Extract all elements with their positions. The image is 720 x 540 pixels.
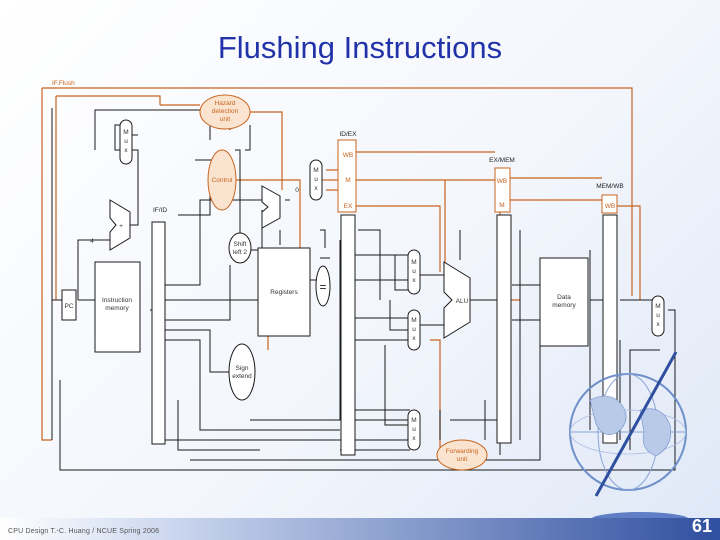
control-unit	[207, 149, 237, 211]
if-flush-label: IF.Flush	[52, 80, 75, 87]
alu-mux-a-letter-u: u	[412, 268, 416, 275]
footer-bar	[0, 518, 720, 540]
pc-adder	[109, 199, 131, 251]
alu-mux-a	[407, 249, 421, 295]
registers-label: Registers	[270, 289, 298, 296]
id-ex-wb-field: WB	[343, 152, 353, 159]
pc-mux	[119, 119, 133, 165]
forwarding-unit-label-1: Forwarding	[446, 448, 479, 455]
if-id-label: IF/ID	[153, 207, 167, 214]
ex-mem-register	[496, 214, 512, 444]
branch-adder	[261, 185, 281, 229]
sign-extend-label-1: Sign	[235, 365, 248, 372]
regdst-mux-letter-x: x	[412, 435, 416, 442]
shift-left-2	[228, 232, 252, 264]
hazard-detection-label-2: detection	[212, 108, 239, 115]
pc-mux-letter-m: M	[123, 129, 128, 136]
alu-mux-b-letter-m: M	[411, 317, 416, 324]
sign-extend-label-2: extend	[232, 373, 252, 380]
mem-wb-wb-field: WB	[605, 203, 615, 210]
control-mux-zero: 0	[295, 187, 299, 194]
shift-left-2-label-1: Shift	[233, 241, 246, 248]
alu-label: ALU	[456, 298, 469, 305]
forwarding-unit-label-2: unit	[457, 456, 468, 463]
data-memory-label-1: Data	[557, 294, 571, 301]
control-label: Control	[212, 177, 234, 184]
alu-mux-b-letter-x: x	[412, 335, 416, 342]
shift-left-2-label-2: left 2	[233, 249, 247, 256]
pc-mux-letter-u: u	[124, 138, 128, 145]
hazard-detection-label-1: Hazard	[215, 100, 236, 107]
regdst-mux	[407, 409, 421, 451]
regdst-mux-letter-m: M	[411, 417, 416, 424]
slide-title: Flushing Instructions	[217, 30, 503, 65]
writeback-mux	[651, 295, 665, 337]
pc-adder-plus: +	[119, 223, 123, 230]
alu-mux-b-letter-u: u	[412, 326, 416, 333]
id-ex-ex-field: EX	[344, 203, 353, 210]
equality-symbol: =	[319, 280, 326, 294]
pc-register	[61, 289, 77, 321]
ex-mem-label: EX/MEM	[489, 157, 515, 164]
sign-extend	[228, 343, 256, 401]
mem-wb-label: MEM/WB	[596, 183, 623, 190]
pc-label: PC	[64, 303, 73, 310]
pc-mux-letter-x: x	[124, 147, 128, 154]
mem-wb-control-fields	[601, 194, 618, 214]
alu-mux-b	[407, 309, 421, 351]
writeback-mux-letter-x: x	[656, 321, 660, 328]
data-memory	[539, 257, 589, 347]
instruction-memory-label-2: memory	[105, 305, 129, 312]
id-ex-register	[340, 214, 356, 456]
constant-four: 4	[90, 238, 94, 245]
if-id-register	[151, 221, 166, 445]
writeback-mux-letter-u: u	[656, 312, 660, 319]
regdst-mux-letter-u: u	[412, 426, 416, 433]
alu-mux-a-letter-m: M	[411, 259, 416, 266]
hazard-detection-unit	[199, 94, 251, 130]
footer-course-info: CPU Design T.-C. Huang / NCUE Spring 200…	[8, 528, 160, 535]
page-number: 61	[691, 516, 712, 536]
instruction-memory-label-1: Instruction	[102, 297, 132, 304]
forwarding-unit	[436, 439, 488, 471]
equality-comparator	[315, 265, 331, 307]
data-memory-label-2: memory	[552, 302, 576, 309]
id-ex-m-field: M	[345, 177, 350, 184]
alu	[443, 261, 471, 339]
mem-wb-register	[602, 214, 618, 444]
ex-mem-m-field: M	[499, 202, 504, 209]
ex-mem-wb-field: WB	[497, 178, 507, 185]
control-mux	[309, 159, 323, 201]
control-mux-letter-u: u	[314, 176, 318, 183]
id-ex-label: ID/EX	[340, 131, 358, 138]
writeback-mux-letter-m: M	[655, 303, 660, 310]
hazard-detection-label-3: unit	[220, 116, 231, 123]
control-mux-letter-x: x	[314, 185, 318, 192]
register-file	[257, 247, 311, 337]
alu-mux-a-letter-x: x	[412, 277, 416, 284]
control-mux-letter-m: M	[313, 167, 318, 174]
id-ex-control-fields	[337, 139, 357, 213]
ex-mem-control-fields	[494, 167, 511, 213]
instruction-memory	[94, 261, 141, 353]
